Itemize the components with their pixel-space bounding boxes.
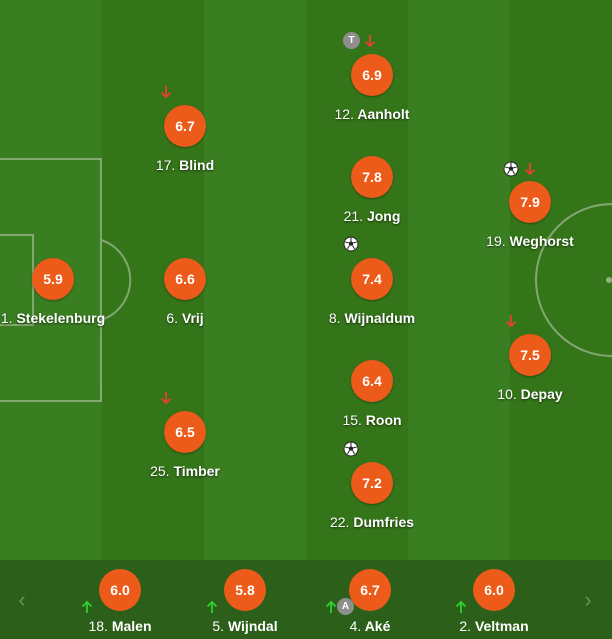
player-name-label: 17. Blind xyxy=(120,157,250,173)
player-card[interactable]: 6.7 17. Blind xyxy=(120,105,250,185)
player-name: Timber xyxy=(173,463,220,479)
player-number: 15. xyxy=(342,412,362,428)
player-card[interactable]: 6.6 6. Vrij xyxy=(120,258,250,338)
substitute-card[interactable]: 5.8 5. Wijndal xyxy=(185,560,305,639)
substituted-in-arrow-icon xyxy=(81,600,93,613)
substituted-out-arrow-icon xyxy=(160,86,172,99)
player-name-label: 4. Aké xyxy=(310,618,430,634)
player-card[interactable]: 7.4 8. Wijnaldum xyxy=(307,258,437,338)
player-name-label: 8. Wijnaldum xyxy=(307,310,437,326)
tactical-badge-icon: T xyxy=(343,32,360,49)
goal-ball-icon xyxy=(343,441,359,457)
player-number: 17. xyxy=(155,157,176,173)
player-card[interactable]: 6.9 12. Aanholt xyxy=(307,54,437,134)
player-name-label: 15. Roon xyxy=(307,412,437,428)
player-card[interactable]: 7.2 22. Dumfries xyxy=(307,462,437,542)
player-number: 2. xyxy=(459,618,472,634)
substituted-out-arrow-icon xyxy=(160,392,172,405)
player-name: Malen xyxy=(111,618,152,634)
player-rating: 6.7 xyxy=(349,569,391,611)
player-name-label: 6. Vrij xyxy=(120,310,250,326)
player-rating: 7.8 xyxy=(351,156,393,198)
player-name: Wijndal xyxy=(227,618,278,634)
player-card[interactable]: 5.9 1. Stekelenburg xyxy=(0,258,118,338)
player-name: Weghorst xyxy=(509,233,574,249)
player-name-label: 2. Veltman xyxy=(434,618,554,634)
substituted-out-arrow-icon xyxy=(524,163,536,176)
player-number: 6. xyxy=(166,310,178,326)
player-number: 10. xyxy=(497,386,517,402)
player-number: 12. xyxy=(334,106,354,122)
goal-ball-icon xyxy=(503,161,519,177)
player-name-label: 22. Dumfries xyxy=(307,514,437,530)
player-name: Blind xyxy=(179,157,215,173)
player-name: Stekelenburg xyxy=(16,310,106,326)
substituted-in-arrow-icon xyxy=(325,600,337,613)
player-rating: 7.9 xyxy=(509,181,551,223)
pitch: 5.9 1. Stekelenburg 6.7 17. Blind 6.6 6.… xyxy=(0,0,612,560)
player-number: 8. xyxy=(328,310,341,326)
player-rating: 6.4 xyxy=(351,360,393,402)
chevron-right-icon[interactable]: › xyxy=(584,587,592,612)
player-number: 21. xyxy=(343,208,364,224)
player-rating: 6.5 xyxy=(164,411,206,453)
player-name-label: 25. Timber xyxy=(120,463,250,479)
player-name: Wijnaldum xyxy=(344,310,416,326)
player-rating: 7.5 xyxy=(509,334,551,376)
player-rating: 6.0 xyxy=(473,569,515,611)
player-name: Jong xyxy=(366,208,401,224)
player-number: 1. xyxy=(0,310,13,326)
player-card[interactable]: 7.9 19. Weghorst xyxy=(465,181,595,261)
substituted-out-arrow-icon xyxy=(505,315,517,328)
assist-badge-icon: A xyxy=(337,598,354,615)
substituted-in-arrow-icon xyxy=(206,600,218,613)
player-card[interactable]: 6.4 15. Roon xyxy=(307,360,437,440)
player-name-label: 5. Wijndal xyxy=(185,618,305,634)
substitute-card[interactable]: 6.7 4. Aké xyxy=(310,560,430,639)
player-name: Veltman xyxy=(474,618,529,634)
player-name-label: 18. Malen xyxy=(60,618,180,634)
player-card[interactable]: 6.5 25. Timber xyxy=(120,411,250,491)
player-rating: 5.8 xyxy=(224,569,266,611)
player-rating: 6.0 xyxy=(99,569,141,611)
player-name-label: 1. Stekelenburg xyxy=(0,310,118,326)
substitute-card[interactable]: 6.0 2. Veltman xyxy=(434,560,554,639)
player-rating: 7.2 xyxy=(351,462,393,504)
substitutes-bar: ‹ › 6.0 18. Malen 5.8 5. Wijndal 6.7 4. … xyxy=(0,560,612,639)
player-rating: 6.9 xyxy=(351,54,393,96)
player-rating: 5.9 xyxy=(32,258,74,300)
player-name-label: 10. Depay xyxy=(465,386,595,402)
player-number: 5. xyxy=(212,618,225,634)
player-name: Depay xyxy=(520,386,563,402)
player-number: 4. xyxy=(349,618,362,634)
player-name-label: 12. Aanholt xyxy=(307,106,437,122)
player-number: 25. xyxy=(150,463,170,479)
player-card[interactable]: 7.5 10. Depay xyxy=(465,334,595,414)
player-rating: 6.7 xyxy=(164,105,206,147)
player-name: Aanholt xyxy=(357,106,410,122)
player-rating: 7.4 xyxy=(351,258,393,300)
player-name: Dumfries xyxy=(353,514,415,530)
goal-ball-icon xyxy=(343,236,359,252)
player-name: Vrij xyxy=(181,310,204,326)
player-name: Aké xyxy=(364,618,391,634)
substitute-card[interactable]: 6.0 18. Malen xyxy=(60,560,180,639)
player-number: 22. xyxy=(329,514,350,530)
player-number: 18. xyxy=(88,618,108,634)
player-name: Roon xyxy=(365,412,402,428)
chevron-left-icon[interactable]: ‹ xyxy=(18,587,26,612)
player-name-label: 19. Weghorst xyxy=(465,233,595,249)
substituted-out-arrow-icon xyxy=(364,35,376,48)
player-number: 19. xyxy=(486,233,506,249)
player-card[interactable]: 7.8 21. Jong xyxy=(307,156,437,236)
substituted-in-arrow-icon xyxy=(455,600,467,613)
player-name-label: 21. Jong xyxy=(307,208,437,224)
player-rating: 6.6 xyxy=(164,258,206,300)
